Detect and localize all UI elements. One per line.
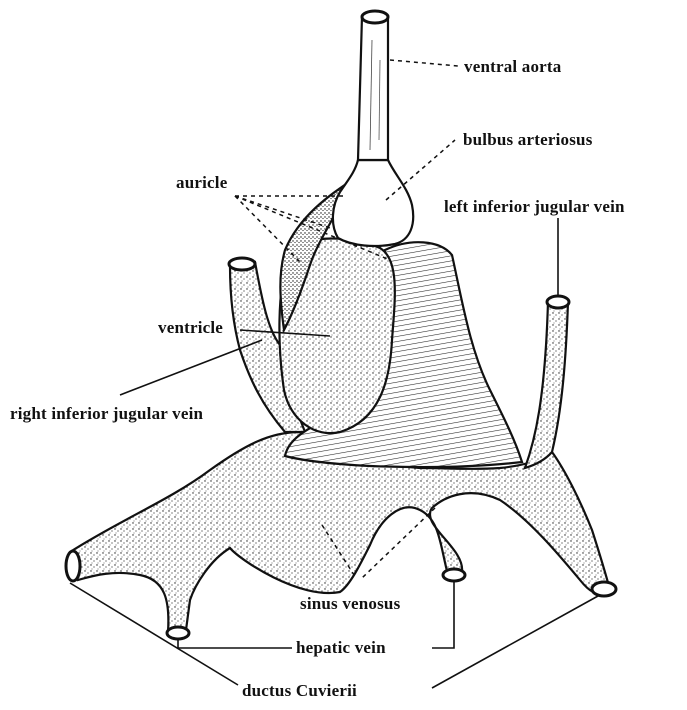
ductus-cuvierii-left-opening	[66, 551, 80, 581]
ventral-aorta-leader	[390, 60, 458, 66]
label-ductus-cuvierii: ductus Cuvierii	[242, 681, 357, 700]
label-hepatic-vein: hepatic vein	[296, 638, 386, 657]
label-auricle: auricle	[176, 173, 228, 192]
hepatic-vein-leader	[178, 640, 292, 648]
label-left-inferior-jugular-vein: left inferior jugular vein	[444, 197, 625, 216]
label-ventral-aorta: ventral aorta	[464, 57, 562, 76]
ductus-cuvierii-leader-right	[432, 596, 598, 688]
left-inferior-jugular-vein-shape	[525, 302, 568, 468]
ventral-aorta-opening	[362, 11, 388, 23]
bulbus-arteriosus-shape	[333, 160, 413, 246]
left-jugular-opening	[547, 296, 569, 308]
label-sinus-venosus: sinus venosus	[300, 594, 401, 613]
ductus-cuvierii-leader-left	[70, 583, 238, 685]
ventral-aorta-shape	[358, 16, 388, 160]
ductus-cuvierii-right-opening	[592, 582, 616, 596]
label-ventricle: ventricle	[158, 318, 223, 337]
hepatic-vein-right-opening	[443, 569, 465, 581]
right-jugular-leader	[120, 340, 262, 395]
right-jugular-opening	[229, 258, 255, 270]
hepatic-vein-leader-right	[432, 582, 454, 648]
label-right-inferior-jugular-vein: right inferior jugular vein	[10, 404, 204, 423]
label-bulbus-arteriosus: bulbus arteriosus	[463, 130, 593, 149]
hepatic-vein-left-opening	[167, 627, 189, 639]
